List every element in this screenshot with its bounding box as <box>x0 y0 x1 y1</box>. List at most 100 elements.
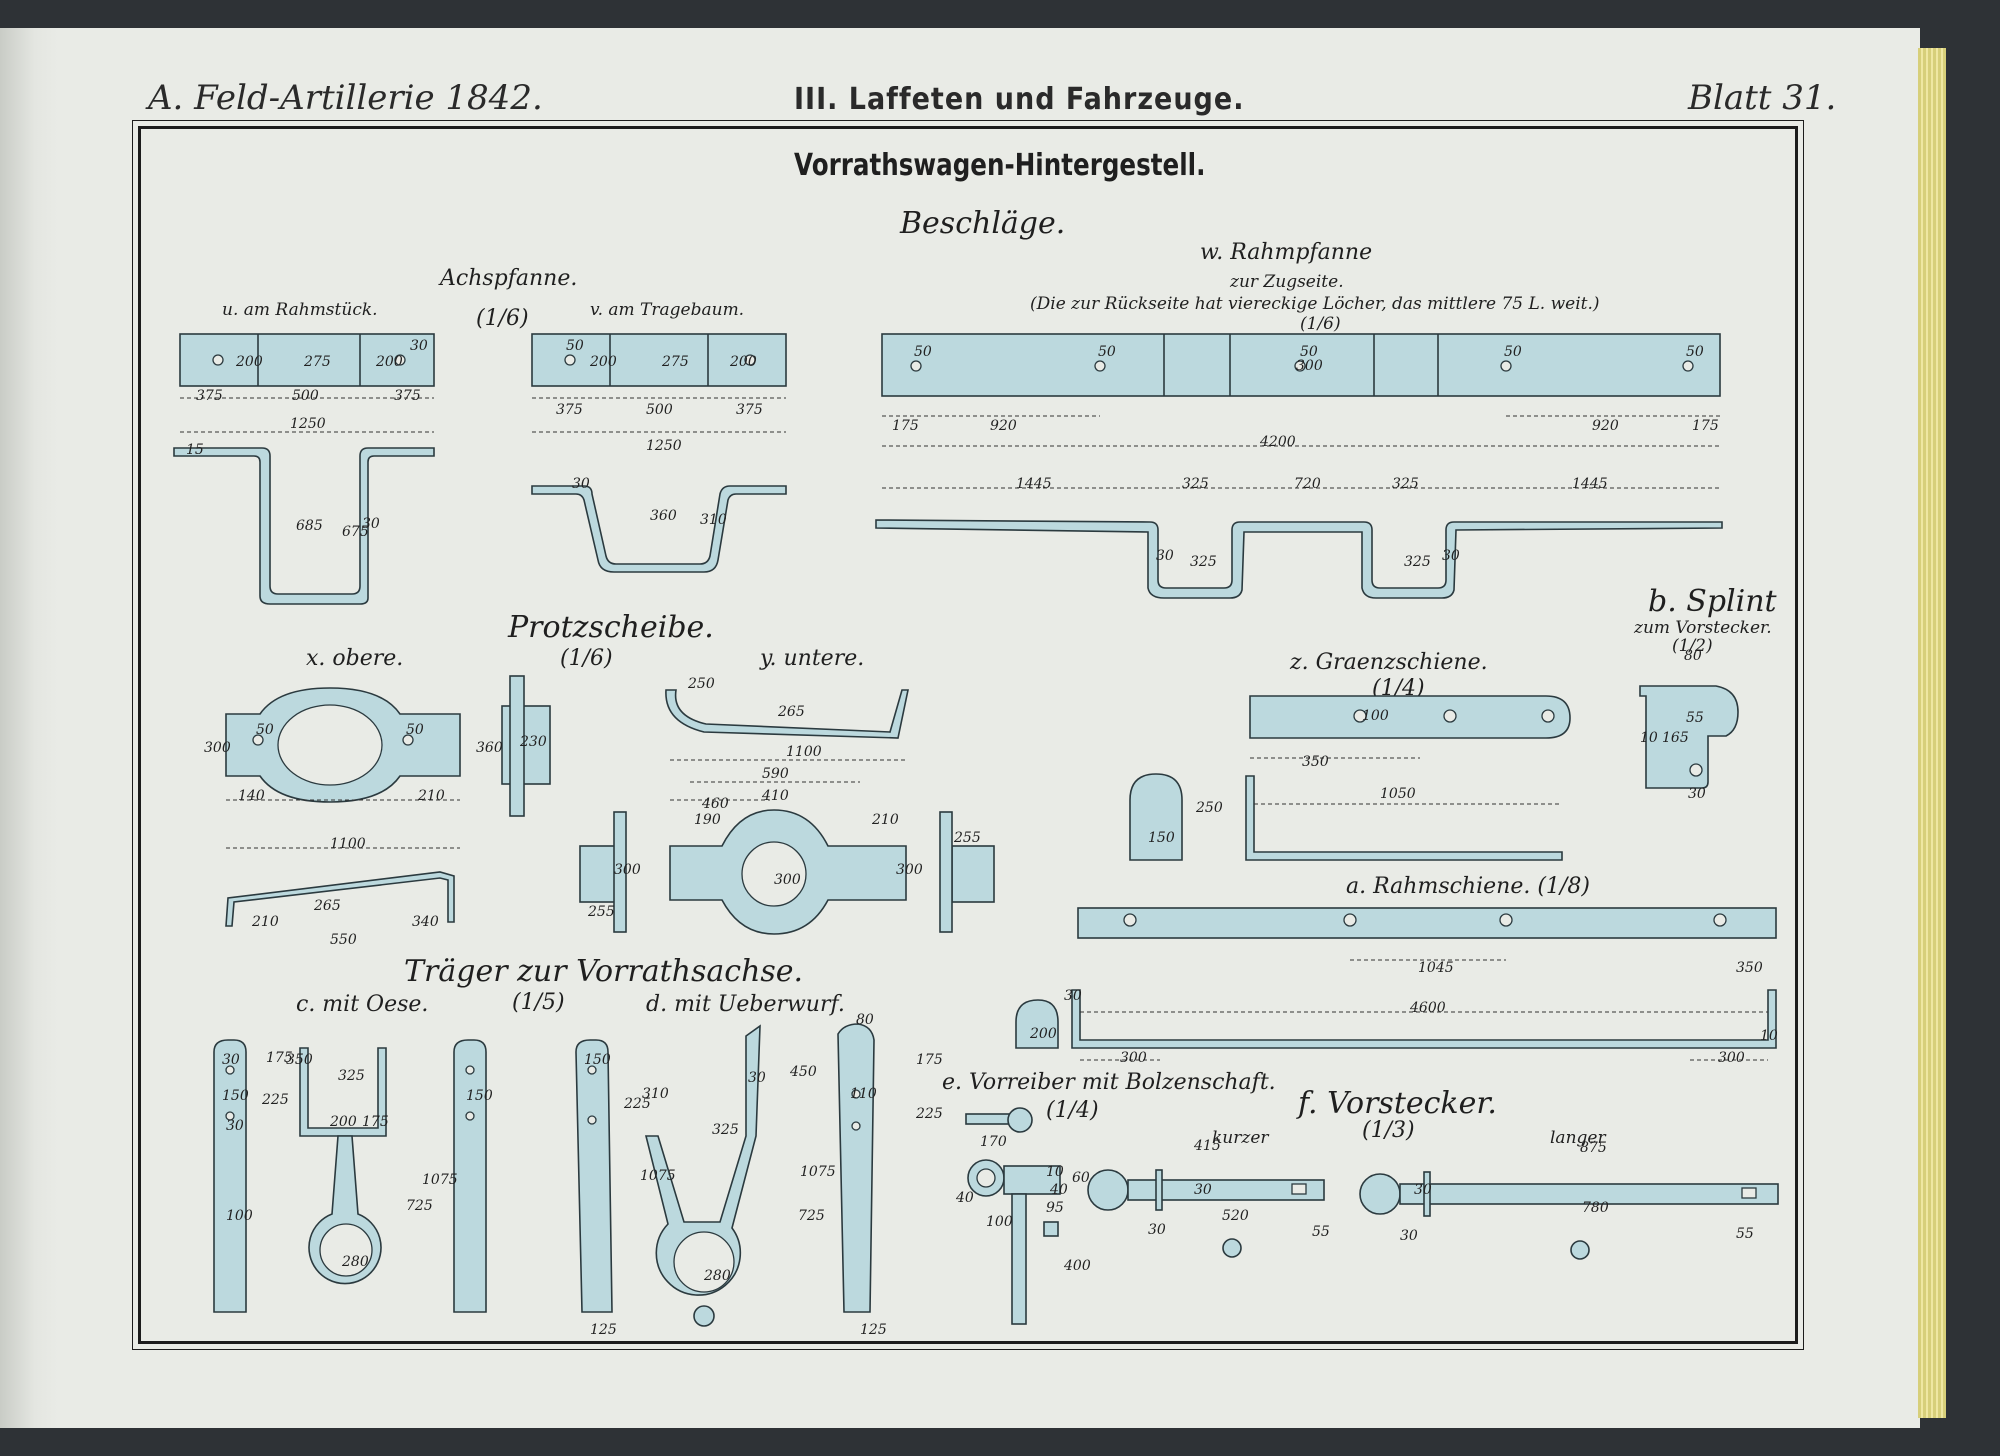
dimension-w-lower-4: 1445 <box>1572 476 1608 492</box>
dimension-d-vals-14: 125 <box>590 1322 617 1338</box>
header-left: A. Feld-Artillerie 1842. <box>148 78 543 118</box>
dimension-w-top-3: 300 <box>1296 358 1323 374</box>
dimension-a-vals-1: 350 <box>1736 960 1763 976</box>
dimension-c-vals-2: 175 <box>266 1050 293 1066</box>
dimension-w-lower-1: 325 <box>1182 476 1209 492</box>
dimension-y-vals-9: 255 <box>953 830 981 846</box>
dimension-c-vals-11: 280 <box>341 1254 369 1270</box>
label-graenzschiene: z. Graenzschiene. <box>1290 650 1488 675</box>
dimension-b-vals-1: 55 <box>1686 710 1704 726</box>
dimension-u-top-2: 275 <box>303 354 331 370</box>
label-u: u. am Rahmstück. <box>222 300 378 320</box>
dimension-w-depth-1: 325 <box>1404 554 1431 570</box>
dimension-u-depth-2: 30 <box>362 516 380 532</box>
dimension-d-vals-9: 30 <box>748 1070 766 1086</box>
dimension-z-vals-2: 1050 <box>1380 786 1416 802</box>
dimension-y-vals-11: 300 <box>774 872 801 888</box>
dimension-v-bottom-2: 375 <box>736 402 763 418</box>
part-x-lower <box>225 871 455 927</box>
dimension-w-marks-0: 175 <box>892 418 919 434</box>
dimension-y-vals-5: 460 <box>701 796 729 812</box>
header-center: III. Laffeten und Fahrzeuge. <box>794 82 1245 117</box>
label-kurzer: kurzer <box>1212 1128 1269 1148</box>
dimension-v-top-0: 50 <box>566 338 584 354</box>
dimension-f-long-2: 780 <box>1582 1200 1609 1216</box>
dimension-x-lower-1: 265 <box>313 898 341 914</box>
dimension-x-vals-4: 50 <box>406 722 424 738</box>
dimension-x-lower-3: 550 <box>330 932 357 948</box>
label-langer: langer <box>1550 1128 1606 1148</box>
dimension-u-total-0: 1250 <box>290 416 326 432</box>
page-edges <box>1918 48 1946 1418</box>
dimension-w-lower-2: 720 <box>1294 476 1321 492</box>
dimension-c-vals-4: 350 <box>286 1052 313 1068</box>
dimension-u-depth-1: 675 <box>342 524 369 540</box>
part-y-plate <box>579 759 995 935</box>
dimension-y-vals-3: 590 <box>762 766 789 782</box>
dimension-f-long-3: 30 <box>1400 1228 1418 1244</box>
dimension-d-vals-10: 80 <box>856 1012 874 1028</box>
part-w-plate <box>881 333 1721 489</box>
label-protzscheibe: Protzscheibe. <box>508 610 714 645</box>
label-y: y. untere. <box>760 646 865 671</box>
label-protzscheibe-scale: (1/6) <box>560 646 613 671</box>
dimension-f-long-0: 875 <box>1580 1140 1607 1156</box>
dimension-d-vals-2: 310 <box>642 1086 669 1102</box>
dimension-y-vals-6: 190 <box>694 812 721 828</box>
label-v: v. am Tragebaum. <box>590 300 745 320</box>
plate-title: Vorrathswagen-Hintergestell. <box>794 148 1206 183</box>
dimension-w-lower-3: 325 <box>1392 476 1419 492</box>
label-vorreiber-scale: (1/4) <box>1046 1098 1099 1123</box>
dimension-b-vals-4: 10 <box>1640 730 1658 746</box>
dimension-v-depth-0: 360 <box>650 508 677 524</box>
dimension-c-vals-7: 175 <box>362 1114 389 1130</box>
dimension-c-vals-3: 225 <box>261 1092 289 1108</box>
part-a-bar <box>1015 907 1777 1061</box>
dimension-a-vals-3: 300 <box>1120 1050 1147 1066</box>
dimension-e-vals-7: 400 <box>1063 1258 1091 1274</box>
dimension-c-vals-10: 1075 <box>422 1172 458 1188</box>
dimension-d-vals-6: 1075 <box>800 1164 836 1180</box>
dimension-f-long-4: 55 <box>1736 1226 1754 1242</box>
part-b-splint <box>1639 685 1739 789</box>
part-u-profile <box>173 447 435 605</box>
dimension-v-depth-2: 30 <box>572 476 590 492</box>
dimension-f-short-4: 55 <box>1312 1224 1330 1240</box>
plate-outer-border <box>132 120 1804 1350</box>
dimension-c-vals-8: 30 <box>226 1118 244 1134</box>
label-splint: b. Splint <box>1648 584 1777 619</box>
dimension-v-bottom-0: 375 <box>556 402 583 418</box>
dimension-a-vals-5: 200 <box>1029 1026 1057 1042</box>
dimension-x-vals-0: 300 <box>204 740 231 756</box>
dimension-c-vals-0: 30 <box>222 1052 240 1068</box>
dimension-f-short-0: 415 <box>1193 1138 1221 1154</box>
dimension-d-vals-8: 280 <box>703 1268 731 1284</box>
label-splint-scale: (1/2) <box>1672 636 1713 656</box>
dimension-x-lower-2: 340 <box>412 914 439 930</box>
part-y-profile <box>665 689 909 739</box>
dimension-y-vals-12: 300 <box>896 862 923 878</box>
part-e-vorreiber <box>965 1107 1061 1325</box>
dimension-z-vals-4: 150 <box>1148 830 1175 846</box>
dimension-f-long-1: 30 <box>1414 1182 1432 1198</box>
dimension-d-vals-15: 125 <box>860 1322 887 1338</box>
dimension-e-vals-0: 170 <box>980 1134 1007 1150</box>
dimension-f-short-1: 30 <box>1148 1222 1166 1238</box>
plate-subtitle: Beschläge. <box>900 206 1066 241</box>
dimension-y-vals-10: 300 <box>614 862 641 878</box>
dimension-y-vals-7: 210 <box>871 812 899 828</box>
dimension-c-vals-1: 150 <box>222 1088 249 1104</box>
dimension-d-vals-7: 725 <box>798 1208 825 1224</box>
dimension-v-bottom-1: 500 <box>646 402 673 418</box>
dimension-v-top-2: 275 <box>661 354 689 370</box>
dimension-x-vals-2: 230 <box>519 734 547 750</box>
dimension-u-top-3: 200 <box>375 354 403 370</box>
dimension-u-top-0: 30 <box>410 338 428 354</box>
dimension-d-vals-4: 325 <box>712 1122 739 1138</box>
dimension-c-vals-5: 325 <box>338 1068 365 1084</box>
dimension-x-vals-6: 210 <box>417 788 445 804</box>
dimension-a-vals-7: 10 <box>1760 1028 1778 1044</box>
dimension-a-vals-6: 30 <box>1064 988 1082 1004</box>
dimension-x-vals-3: 50 <box>256 722 274 738</box>
